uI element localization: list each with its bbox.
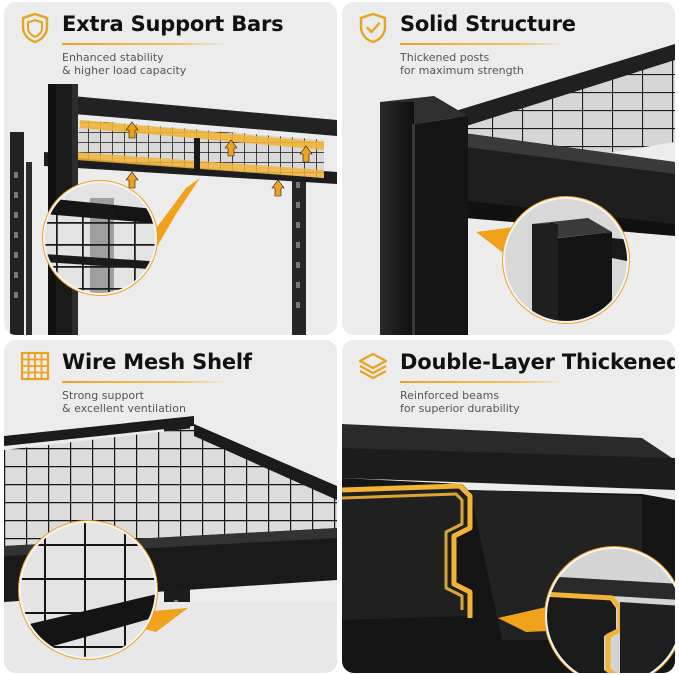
subtitle-line: for superior durability: [400, 402, 520, 415]
panel-subtitle: Thickened posts for maximum strength: [400, 51, 524, 77]
feature-panel-wire-mesh: Wire Mesh Shelf Strong support & excelle…: [4, 340, 337, 673]
double-layer-illustration: [342, 424, 675, 673]
subtitle-line: Thickened posts: [400, 51, 490, 64]
title-underline: [400, 43, 565, 45]
support-bars-illustration: [10, 84, 337, 335]
grid-icon: [20, 351, 50, 381]
wire-mesh-illustration: [4, 416, 337, 673]
shield-check-icon: [359, 12, 387, 44]
solid-structure-illustration: [380, 44, 675, 335]
panel-title: Wire Mesh Shelf: [62, 350, 252, 374]
panel-subtitle: Reinforced beams for superior durability: [400, 389, 520, 415]
subtitle-line: for maximum strength: [400, 64, 524, 77]
layers-icon: [358, 352, 388, 380]
panel-subtitle: Enhanced stability & higher load capacit…: [62, 51, 186, 77]
subtitle-line: Reinforced beams: [400, 389, 500, 402]
panel-title: Extra Support Bars: [62, 12, 284, 36]
subtitle-line: Strong support: [62, 389, 144, 402]
feature-panel-double-layer: Double-Layer Thickened Reinforced beams …: [342, 340, 675, 673]
subtitle-line: & higher load capacity: [62, 64, 187, 77]
subtitle-line: Enhanced stability: [62, 51, 164, 64]
title-underline: [62, 43, 227, 45]
panel-subtitle: Strong support & excellent ventilation: [62, 389, 186, 415]
subtitle-line: & excellent ventilation: [62, 402, 186, 415]
feature-panel-support-bars: Extra Support Bars Enhanced stability & …: [4, 2, 337, 335]
title-underline: [62, 381, 227, 383]
feature-panel-solid-structure: Solid Structure Thickened posts for maxi…: [342, 2, 675, 335]
panel-title: Solid Structure: [400, 12, 576, 36]
shield-icon: [21, 12, 49, 44]
title-underline: [400, 381, 565, 383]
panel-title: Double-Layer Thickened: [400, 350, 675, 374]
